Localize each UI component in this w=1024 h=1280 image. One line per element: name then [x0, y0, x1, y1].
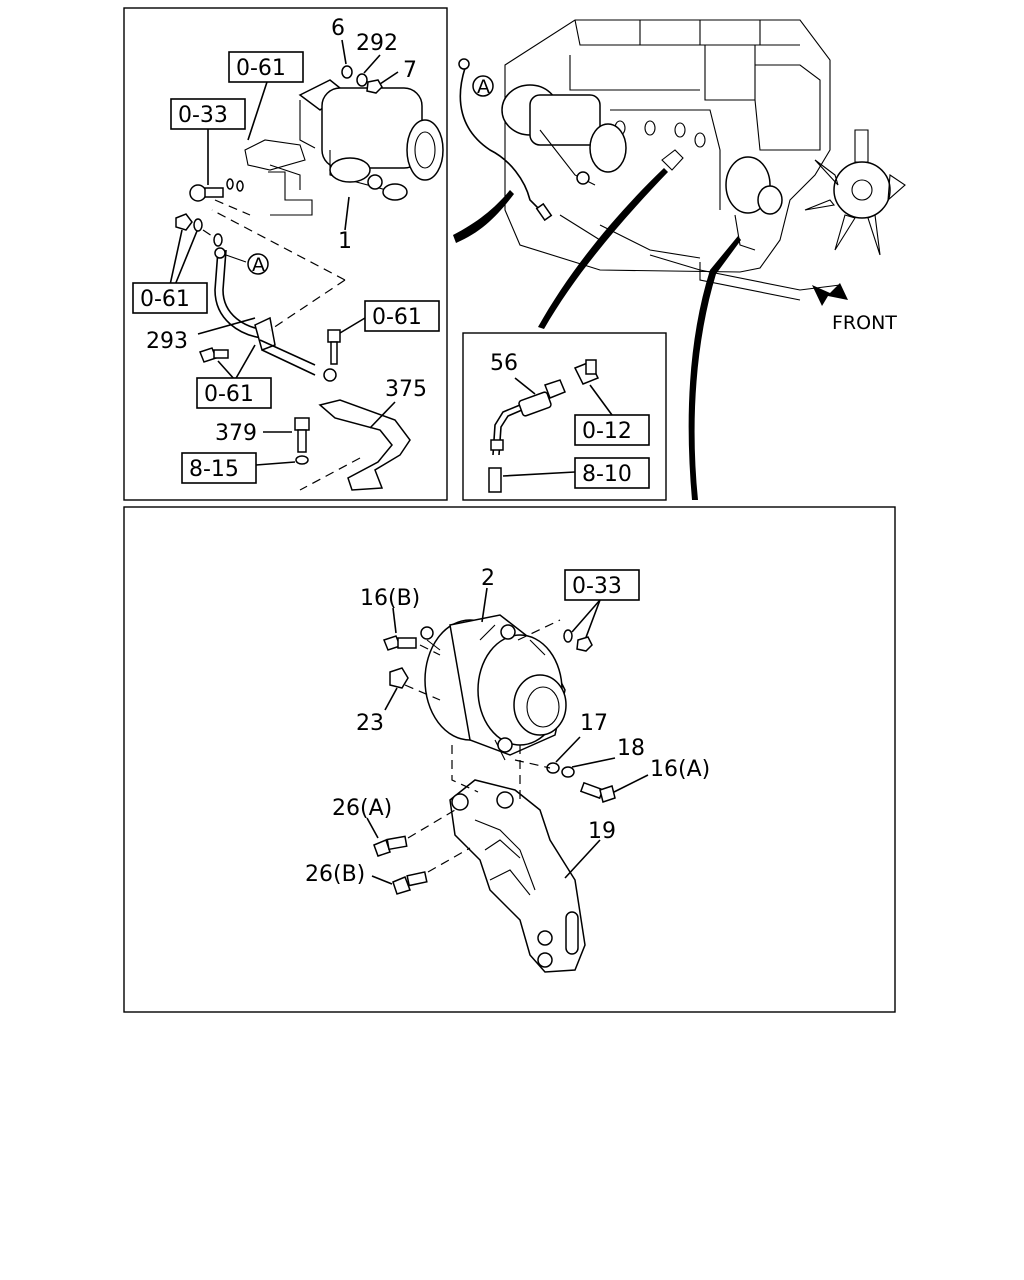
engine-overview: A FRONT — [453, 19, 906, 500]
front-arrow-icon — [812, 283, 848, 306]
callout-375: 375 — [385, 377, 427, 402]
callout-17: 17 — [580, 711, 608, 736]
ref-box-0-61-d — [196, 377, 272, 409]
svg-text:8-15: 8-15 — [189, 457, 239, 482]
callout-a-overview: A — [477, 76, 490, 98]
callout-379: 379 — [215, 421, 257, 446]
svg-text:0-61: 0-61 — [372, 305, 422, 330]
callout-56: 56 — [490, 351, 518, 376]
sensor-panel-frame — [462, 332, 667, 501]
callout-293: 293 — [146, 329, 188, 354]
callout-16a: 16(A) — [650, 757, 710, 782]
ref-box-0-61-b — [132, 282, 208, 314]
svg-text:0-61: 0-61 — [140, 287, 190, 312]
callout-26a: 26(A) — [332, 796, 392, 821]
callout-16b: 16(B) — [360, 586, 420, 611]
callout-18: 18 — [617, 736, 645, 761]
callout-6: 6 — [331, 16, 345, 41]
svg-text:0-33: 0-33 — [572, 574, 622, 599]
callout-a-starter: A — [252, 254, 265, 276]
svg-text:0-61: 0-61 — [204, 382, 254, 407]
callout-19: 19 — [588, 819, 616, 844]
ref-box-8-10 — [574, 457, 650, 489]
callout-2: 2 — [481, 566, 495, 591]
svg-text:0-12: 0-12 — [582, 419, 632, 444]
callout-23: 23 — [356, 711, 384, 736]
ref-box-0-61-a — [228, 51, 304, 83]
sensor-assembly — [488, 359, 600, 493]
ref-box-0-33-a — [170, 98, 246, 130]
ref-box-0-61-c — [364, 300, 440, 332]
svg-text:0-61: 0-61 — [236, 56, 286, 81]
callout-292: 292 — [356, 31, 398, 56]
svg-text:0-33: 0-33 — [178, 103, 228, 128]
starter-panel-frame — [123, 7, 448, 501]
alternator — [420, 614, 567, 761]
ref-box-0-12 — [574, 414, 650, 446]
callout-26b: 26(B) — [305, 862, 365, 887]
callout-7: 7 — [403, 58, 417, 83]
front-label: FRONT — [832, 312, 897, 334]
alternator-bracket — [449, 745, 586, 973]
starter-motor — [244, 79, 444, 216]
fan-icon — [804, 129, 906, 256]
ref-box-8-15 — [181, 452, 257, 484]
alternator-panel-frame — [123, 506, 896, 1013]
svg-text:8-10: 8-10 — [582, 462, 632, 487]
callout-1: 1 — [338, 229, 352, 254]
ref-box-0-33-b — [564, 569, 640, 601]
